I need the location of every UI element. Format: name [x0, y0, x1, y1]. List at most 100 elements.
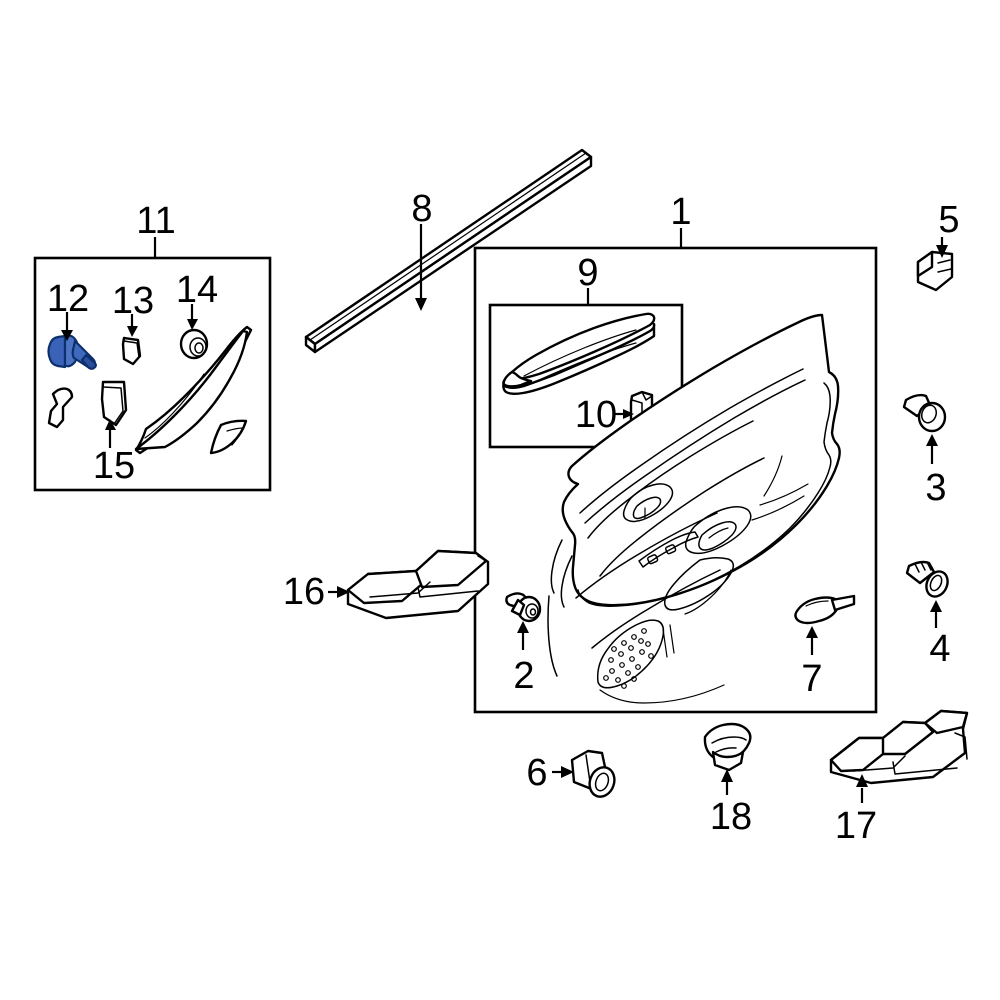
molding-crease [309, 152, 587, 341]
callout-label-11[interactable]: 11 [136, 200, 175, 242]
bottom-edge-contour [599, 684, 725, 704]
arrowhead-4 [930, 600, 942, 612]
callout-label-10[interactable]: 10 [575, 394, 617, 436]
part-12-screw-rivet[interactable]: 12 [47, 278, 97, 370]
arrowhead-15 [105, 419, 116, 430]
part-13-wedge-insert[interactable]: 13 [112, 280, 154, 366]
group-box-1[interactable] [473, 246, 878, 714]
part-6-trim-plug[interactable]: 6 [526, 749, 618, 800]
callout-label-2[interactable]: 2 [513, 655, 534, 697]
part-18-knob-cap[interactable]: 18 [703, 722, 752, 838]
callout-label-18[interactable]: 18 [710, 796, 752, 838]
screw4-head-inner [929, 574, 943, 592]
mirror-cover-lens-detail [226, 427, 244, 446]
push-pin-center [529, 608, 537, 616]
screw-rivet-tip [80, 353, 97, 370]
switch17-side-edge [954, 732, 968, 760]
arrowhead-12 [61, 330, 73, 341]
arrowhead-14 [187, 319, 198, 330]
callout-label-6[interactable]: 6 [526, 752, 547, 794]
group-9-upper-trim-garnish[interactable]: 9 10 [488, 252, 684, 449]
screw4-shank [905, 560, 936, 585]
garnish-crease-1 [523, 329, 637, 377]
plug6-crease [585, 754, 591, 783]
part-15-bracket-wedge[interactable]: 15 [93, 380, 135, 487]
part-3-pan-head-screw[interactable]: 3 [902, 393, 947, 509]
switch-button-main [698, 520, 737, 551]
callout-label-13[interactable]: 13 [112, 280, 154, 322]
arrowhead-18 [721, 769, 733, 782]
wedge-clip-top [916, 250, 934, 278]
group-1-door-trim-panel[interactable]: 1 9 [473, 191, 878, 714]
mirror-cover-body [134, 329, 249, 451]
part-9-garnish-strip [502, 312, 656, 395]
arrowhead-2 [517, 621, 529, 633]
callout-label-14[interactable]: 14 [176, 269, 218, 311]
arrowhead-6 [561, 766, 574, 778]
part-4-threaded-screw[interactable]: 4 [905, 560, 952, 670]
part-8-belt-weatherstrip-molding[interactable]: 8 [304, 148, 593, 354]
switch17-seam-b [892, 761, 958, 775]
callout-label-4[interactable]: 4 [929, 628, 950, 670]
part-16-window-switch-single[interactable]: 16 [283, 549, 490, 620]
arrowhead-5 [936, 245, 948, 258]
callout-label-9[interactable]: 9 [577, 252, 598, 294]
part-7-armrest-cap-cover[interactable]: 7 [794, 594, 856, 700]
speaker-side-line-1 [662, 628, 668, 658]
plug6-head-inner [594, 772, 610, 792]
callout-label-12[interactable]: 12 [47, 278, 89, 320]
arrowhead-17 [856, 774, 868, 787]
bezel-bottom [599, 457, 765, 577]
map-pocket-top [575, 512, 718, 599]
switch17-seam-a [852, 755, 906, 772]
switch16-seam-b [417, 586, 479, 598]
part-17-window-switch-master[interactable]: 17 [829, 709, 969, 847]
callout-label-5[interactable]: 5 [938, 199, 959, 241]
rear-contour [763, 455, 783, 497]
callout-label-16[interactable]: 16 [283, 571, 325, 613]
door-panel-inner-edge [577, 382, 832, 607]
shelf-line-upper-2 [584, 379, 806, 524]
arrowhead-3 [926, 434, 938, 446]
garnish-front-face [502, 322, 656, 395]
front-lower-contour [547, 595, 558, 677]
screw-rivet-head [47, 334, 67, 369]
group-box-9[interactable] [488, 303, 684, 449]
wedge-insert-edge [123, 340, 140, 358]
map-pocket-mid [591, 569, 721, 649]
screw4-thread-1 [914, 563, 920, 573]
rear-detail-line [759, 483, 809, 506]
callout-label-8[interactable]: 8 [411, 188, 432, 230]
front-edge-contour [550, 539, 563, 594]
bracket-wedge-fold [102, 386, 124, 425]
screw3-head [917, 401, 947, 433]
callout-label-7[interactable]: 7 [801, 658, 822, 700]
callout-label-17[interactable]: 17 [835, 805, 877, 847]
switch-pod-upper [622, 483, 674, 523]
callout-label-3[interactable]: 3 [925, 467, 946, 509]
callout-label-1[interactable]: 1 [670, 191, 691, 233]
switch17-button-c [923, 709, 969, 735]
knob-cap-base [711, 750, 745, 772]
door-panel-outline [561, 313, 841, 607]
molding-front-face [313, 155, 593, 354]
garnish-top-face [509, 312, 656, 381]
callout-label-15[interactable]: 15 [93, 445, 135, 487]
garnish-clip-tab [641, 391, 653, 401]
switch16-side-edge [477, 555, 489, 585]
group-box-11[interactable] [33, 256, 272, 492]
speaker-grille-holes [603, 628, 654, 689]
lock-switch-a [647, 554, 659, 565]
knob-cap-crease-2 [715, 747, 737, 753]
screw3-head-inner [920, 404, 938, 424]
arrowhead-13 [127, 326, 138, 337]
wedge-insert-body [121, 336, 142, 366]
part-14-grommet-ring[interactable]: 14 [176, 269, 218, 360]
part-2-push-pin-retainer[interactable]: 2 [505, 592, 542, 697]
arrowhead-16 [337, 586, 350, 598]
part-5-wedge-clip[interactable]: 5 [916, 199, 960, 292]
grommet-inner [194, 342, 204, 354]
group-11-mirror-inner-cover[interactable]: 11 12 13 [33, 200, 272, 492]
